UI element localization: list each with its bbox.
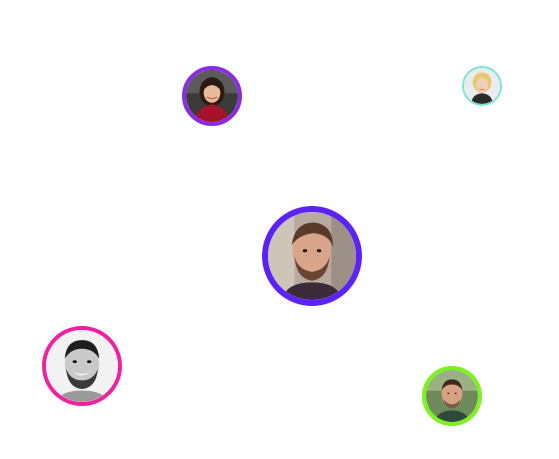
avatar-photo — [268, 212, 356, 300]
avatar-man-beard-center[interactable] — [262, 206, 362, 306]
avatar-photo — [426, 370, 478, 422]
avatar-woman-blonde[interactable] — [462, 66, 502, 106]
avatar-photo — [464, 68, 500, 104]
avatar-photo — [186, 70, 238, 122]
avatar-man-bw-smiling[interactable] — [42, 326, 122, 406]
avatar-man-outdoors[interactable] — [422, 366, 482, 426]
avatar-woman-red-top[interactable] — [182, 66, 242, 126]
avatar-photo — [46, 330, 118, 402]
